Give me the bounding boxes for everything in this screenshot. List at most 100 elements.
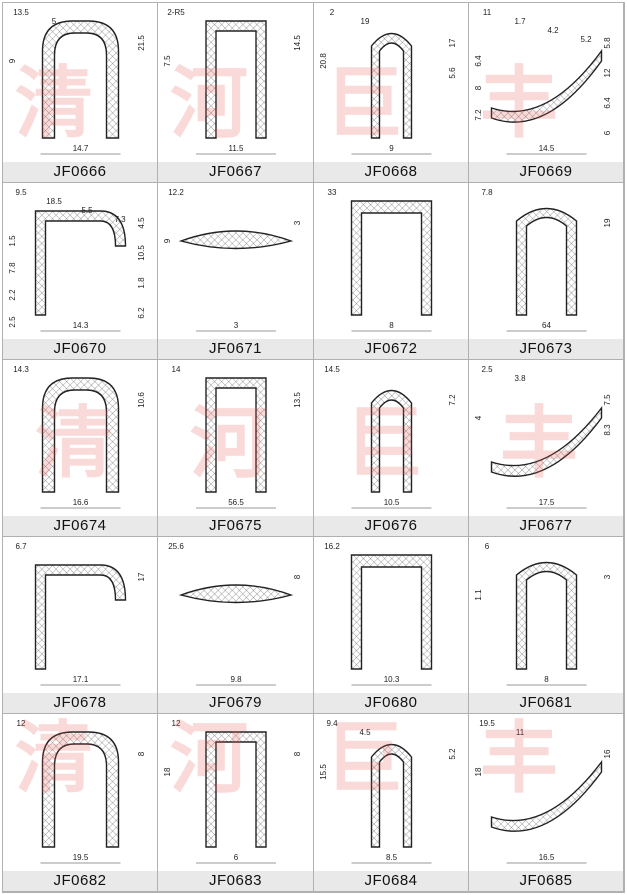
dimension-label: 4.2 — [547, 26, 559, 35]
seal-profile — [515, 561, 578, 670]
dimension-label: 3 — [603, 574, 612, 579]
dimension-label: 6.7 — [15, 542, 27, 551]
dimension-label: 18 — [163, 767, 172, 776]
dimension-label: 10.5 — [137, 245, 146, 261]
dimension-label: 1.5 — [8, 235, 17, 247]
dimension-label: 8 — [293, 751, 302, 756]
dimension-label: 9 — [389, 144, 394, 153]
dimension-label: 14.3 — [73, 321, 89, 330]
dimension-label: 20.8 — [319, 53, 328, 69]
dimension-label: 14.3 — [13, 365, 29, 374]
seal-profile — [205, 20, 267, 139]
dimension-label: 16.2 — [324, 542, 340, 551]
dimension-label: 17.5 — [539, 498, 555, 507]
dimension-label: 9.5 — [15, 188, 27, 197]
dimension-label: 14.5 — [293, 35, 302, 51]
dimension-label: 19 — [361, 17, 370, 26]
dimension-label: 7.5 — [163, 55, 172, 67]
profile-drawing: 14.310.616.6 — [13, 365, 146, 509]
product-code-label: JF0672 — [314, 339, 468, 359]
seal-profile — [490, 48, 603, 123]
product-code-label: JF0670 — [3, 339, 157, 359]
dimension-label: 8 — [544, 675, 549, 684]
dimension-label: 18.5 — [46, 197, 62, 206]
dimension-label: 56.5 — [228, 498, 244, 507]
seal-profile — [370, 743, 413, 848]
dimension-label: 19.5 — [479, 719, 495, 728]
dimension-label: 2-R5 — [167, 8, 185, 17]
profile-drawing: 2.57.543.88.317.5 — [474, 365, 612, 509]
product-code-label: JF0682 — [3, 871, 157, 891]
dimension-label: 1.8 — [137, 277, 146, 289]
dimension-label: 12 — [172, 719, 181, 728]
product-code-label: JF0668 — [314, 162, 468, 182]
dimension-label: 3 — [234, 321, 239, 330]
dimension-label: 4.5 — [137, 217, 146, 229]
product-code-label: JF0681 — [469, 693, 623, 713]
dimension-label: 16 — [603, 749, 612, 758]
dimension-label: 5.8 — [603, 37, 612, 49]
dimension-label: 7.3 — [114, 215, 126, 224]
dimension-label: 4.5 — [359, 728, 371, 737]
seal-profile — [205, 731, 267, 848]
dimension-label: 6 — [234, 853, 239, 862]
dimension-label: 13.5 — [13, 8, 29, 17]
dimension-label: 9.8 — [230, 675, 242, 684]
seal-profile — [350, 200, 433, 316]
dimension-label: 11 — [516, 728, 525, 737]
dimension-label: 18 — [474, 767, 483, 776]
dimension-label: 5.6 — [448, 67, 457, 79]
profile-drawing: 12 8 18 6 — [163, 719, 302, 864]
profile-drawing: 631.18 — [474, 542, 612, 686]
dimension-label: 6.2 — [137, 307, 146, 319]
dimension-label: 9.4 — [326, 719, 338, 728]
dimension-label: 14 — [172, 365, 181, 374]
product-code-label: JF0674 — [3, 516, 157, 536]
dimension-label: 4 — [474, 415, 483, 420]
dimension-label: 17.1 — [73, 675, 89, 684]
seal-profile — [41, 20, 120, 139]
dimension-label: 14.5 — [324, 365, 340, 374]
dimension-label: 14.5 — [539, 144, 555, 153]
seal-profile — [370, 389, 413, 493]
seal-profile — [490, 405, 603, 477]
dimension-label: 2.5 — [481, 365, 493, 374]
product-code-label: JF0675 — [158, 516, 313, 536]
dimension-label: 5.2 — [448, 748, 457, 760]
product-code-label: JF0684 — [314, 871, 468, 891]
seal-profile — [178, 584, 294, 604]
dimension-label: 12 — [603, 68, 612, 77]
dimension-label: 64 — [542, 321, 551, 330]
dimension-label: 16.6 — [73, 498, 89, 507]
dimension-label: 6.4 — [474, 55, 483, 67]
dimension-label: 1.1 — [474, 589, 483, 601]
seal-profile — [490, 759, 603, 832]
dimension-label: 5 — [52, 17, 57, 26]
dimension-label: 2.2 — [8, 289, 17, 301]
product-code-label: JF0685 — [469, 871, 623, 891]
product-code-label: JF0677 — [469, 516, 623, 536]
dimension-label: 7.5 — [603, 394, 612, 406]
seal-profile — [350, 554, 433, 670]
dimension-label: 6.4 — [603, 97, 612, 109]
dimension-label: 17 — [448, 38, 457, 47]
product-code-label: JF0678 — [3, 693, 157, 713]
dimension-label: 6 — [485, 542, 490, 551]
seal-profile — [370, 32, 413, 139]
dimension-label: 3.8 — [514, 374, 526, 383]
product-code-label: JF0669 — [469, 162, 623, 182]
product-code-label: JF0673 — [469, 339, 623, 359]
